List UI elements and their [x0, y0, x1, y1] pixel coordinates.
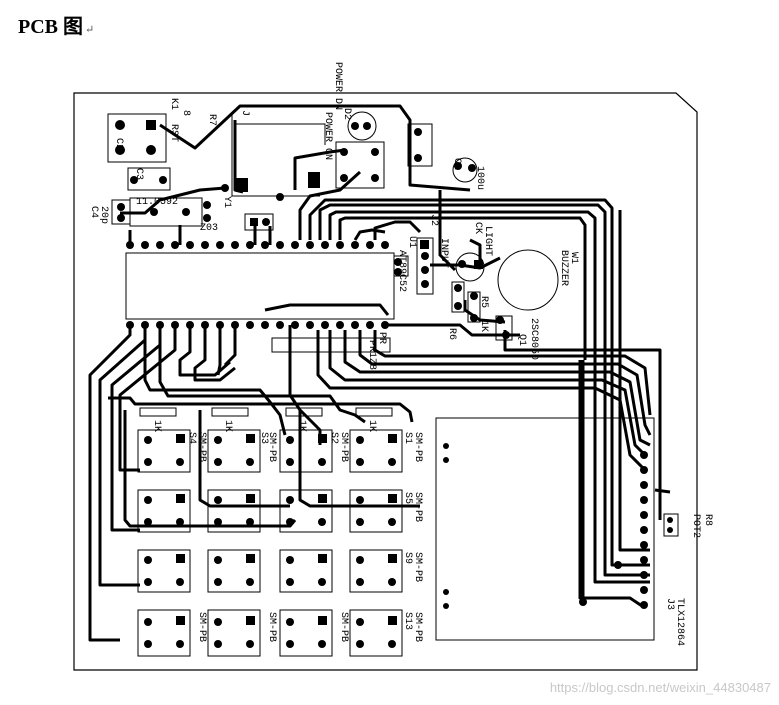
label-j1: J [239, 110, 250, 116]
label-pot: POT2 [690, 514, 701, 538]
label-zo: Z03 [200, 223, 218, 234]
label-sw-type-10: SM-PB [338, 612, 349, 642]
label-s13: S13 [402, 612, 413, 630]
watermark: https://blog.csdn.net/weixin_44830487 [549, 680, 771, 695]
label-sw-type-8: SM-PB [196, 612, 207, 642]
label-k1: K1 [168, 98, 179, 110]
label-power-dn: POWER DN [332, 62, 343, 110]
label-s1: S1 [402, 432, 413, 444]
board-outline [73, 92, 698, 671]
label-pr-name: PR1Z8 [366, 340, 377, 370]
silkscreen [107, 111, 679, 657]
label-buzzer: BUZZER [558, 250, 569, 286]
label-y1: Y1 [221, 196, 232, 208]
label-w1: W1 [568, 252, 579, 264]
label-r-1k-3: 1K [296, 420, 307, 432]
label-s5: S5 [402, 492, 413, 504]
label-s3: S3 [258, 432, 269, 444]
label-c4: C4 [88, 206, 99, 218]
label-c100: 100u [474, 166, 485, 190]
label-sw-type: SM-PB [412, 432, 423, 462]
label-s2: S2 [328, 432, 339, 444]
label-sw-type-2: SM-PB [412, 492, 423, 522]
label-r-1k-1: 1K [151, 420, 162, 432]
label-sw-type-4: SM-PB [412, 612, 423, 642]
label-r-1k-2: 1K [222, 420, 233, 432]
label-r5: R5 [478, 296, 489, 308]
return-mark: ↵ [85, 24, 95, 36]
label-c3: C3 [133, 168, 144, 180]
label-c4-value: 20p [98, 206, 109, 224]
label-s4: S4 [186, 432, 197, 444]
label-u1: U1 [406, 236, 417, 248]
label-j3: J3 [664, 598, 675, 610]
label-s9: S9 [402, 552, 413, 564]
component-labels: K1 RST R7 8 J D2 POWER ON POWER DN C1 10… [88, 62, 713, 646]
label-sw-type-9: SM-PB [266, 612, 277, 642]
label-d2: D2 [341, 108, 352, 120]
label-lcd: TLX12864 [674, 598, 685, 646]
label-sw-type-3: SM-PB [412, 552, 423, 582]
label-r5-value: 1K [478, 320, 489, 332]
label-sw-type-6: SM-PB [266, 432, 277, 462]
label-light: LIGHT [482, 226, 493, 256]
label-rst: RST [168, 124, 179, 142]
heading-text: PCB 图 [18, 16, 83, 38]
label-r-1k-4: 1K [366, 420, 377, 432]
label-r7: R7 [206, 114, 217, 126]
label-ic: AT89C52 [396, 250, 407, 292]
label-q1-value: 2SC8050 [528, 318, 539, 360]
page-heading: PCB 图↵ [18, 10, 94, 39]
label-input: INPUT [438, 238, 449, 268]
pads [115, 120, 673, 648]
label-q1: Q1 [516, 334, 527, 346]
copper-traces [88, 104, 671, 642]
label-j2: J2 [428, 214, 439, 226]
label-xtal: 11.0592 [136, 197, 178, 208]
label-pr: PR [376, 332, 387, 344]
label-sw-type-5: SM-PB [338, 432, 349, 462]
label-r7-value: 8 [180, 110, 191, 116]
label-r8: R8 [702, 514, 713, 526]
label-c1: C1 [451, 158, 462, 170]
label-c2: C2 [113, 138, 124, 150]
label-ck: CK [472, 222, 483, 234]
label-sw-type-7: SM-PB [196, 432, 207, 462]
label-r6: R6 [446, 328, 457, 340]
label-power-on: POWER ON [322, 112, 333, 160]
